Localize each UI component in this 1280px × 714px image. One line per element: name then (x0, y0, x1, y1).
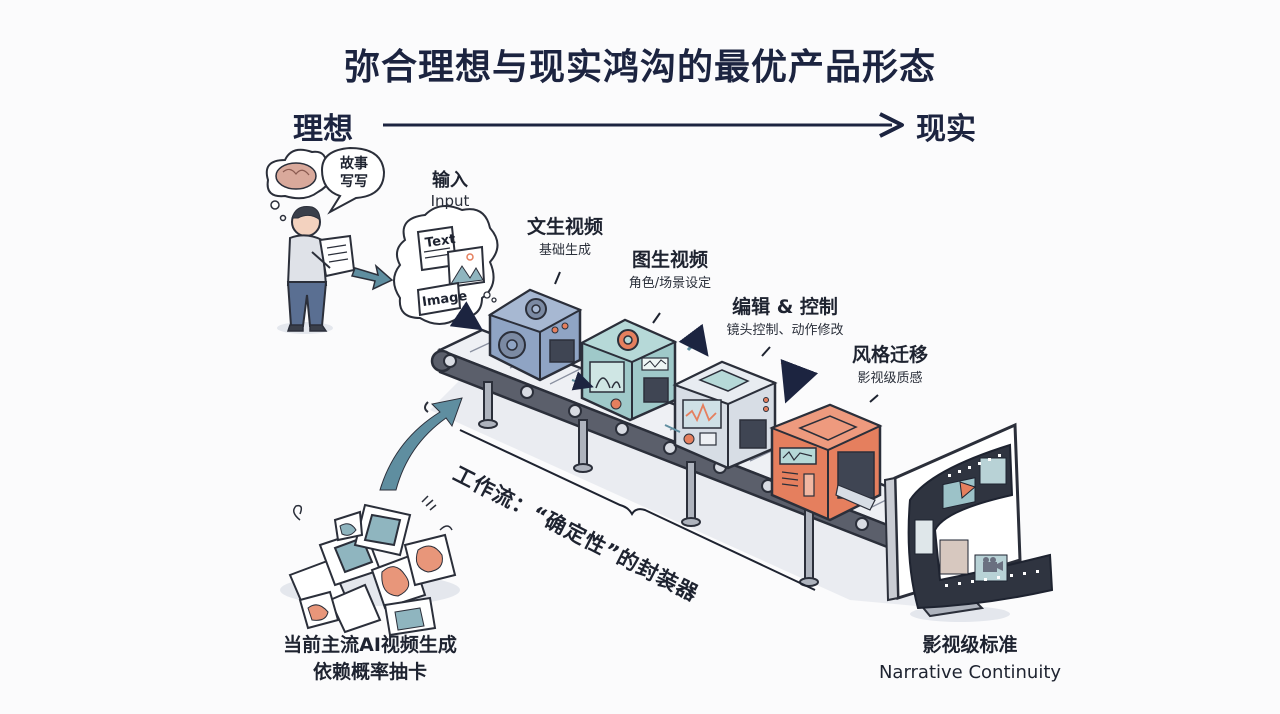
page-title: 弥合理想与现实鸿沟的最优产品形态 (343, 47, 936, 88)
stage-4-label: 风格迁移 (851, 344, 928, 366)
workflow-brace (459, 429, 816, 591)
ideal-to-reality-arrow (383, 112, 904, 138)
stage-3-sublabel: 镜头控制、动作修改 (726, 323, 844, 338)
speech-line-2: 写写 (340, 174, 368, 190)
speech-bubble-text: 故事 写写 (334, 155, 374, 191)
current-ai-line-2: 依赖概率抽卡 (312, 661, 427, 683)
stage-2-label: 图生视频 (631, 249, 708, 271)
machine-edit-control (664, 323, 819, 470)
input-label-group: 输入 Input (420, 166, 480, 210)
stage-4-sublabel: 影视级质感 (857, 371, 923, 386)
machine-style-transfer (769, 403, 883, 522)
machine-image-to-video (571, 318, 678, 422)
stage-2-sublabel: 角色/场景设定 (628, 276, 712, 291)
stage-3-label: 编辑 & 控制 (732, 296, 838, 318)
axis-label-ideal: 理想 (293, 112, 353, 147)
speech-line-1: 故事 (340, 156, 368, 172)
camera-icon (983, 557, 1003, 572)
machine-text-to-video (487, 288, 583, 382)
brain-icon (275, 162, 317, 190)
stage-1-label: 文生视频 (526, 216, 603, 238)
stage-1-sublabel: 基础生成 (538, 243, 591, 258)
cinema-standard-label: 影视级标准 (922, 634, 1018, 656)
cinema-standard-caption: 影视级标准 Narrative Continuity (870, 632, 1070, 686)
arrow-to-input (350, 263, 394, 291)
input-cloud (393, 205, 499, 331)
stage-2-label-group: 图生视频 角色/场景设定 (610, 245, 730, 291)
current-ai-caption: 当前主流AI视频生成 依赖概率抽卡 (270, 632, 470, 686)
cinema-monitor (883, 422, 1054, 622)
current-ai-line-1: 当前主流AI视频生成 (283, 634, 457, 656)
random-image-pile (280, 495, 460, 637)
label-pointers (554, 271, 879, 403)
axis-label-reality: 现实 (916, 112, 976, 147)
pile-to-conveyor-arrow (379, 397, 463, 491)
cinema-standard-sublabel: Narrative Continuity (878, 662, 1062, 683)
stage-4-label-group: 风格迁移 影视级质感 (840, 340, 940, 386)
input-label: 输入 (432, 170, 468, 191)
input-sublabel: Input (430, 192, 470, 210)
stage-1-label-group: 文生视频 基础生成 (510, 212, 620, 258)
stage-3-label-group: 编辑 & 控制 镜头控制、动作修改 (715, 292, 855, 338)
person-thinker (265, 146, 386, 334)
play-icon (959, 481, 977, 499)
